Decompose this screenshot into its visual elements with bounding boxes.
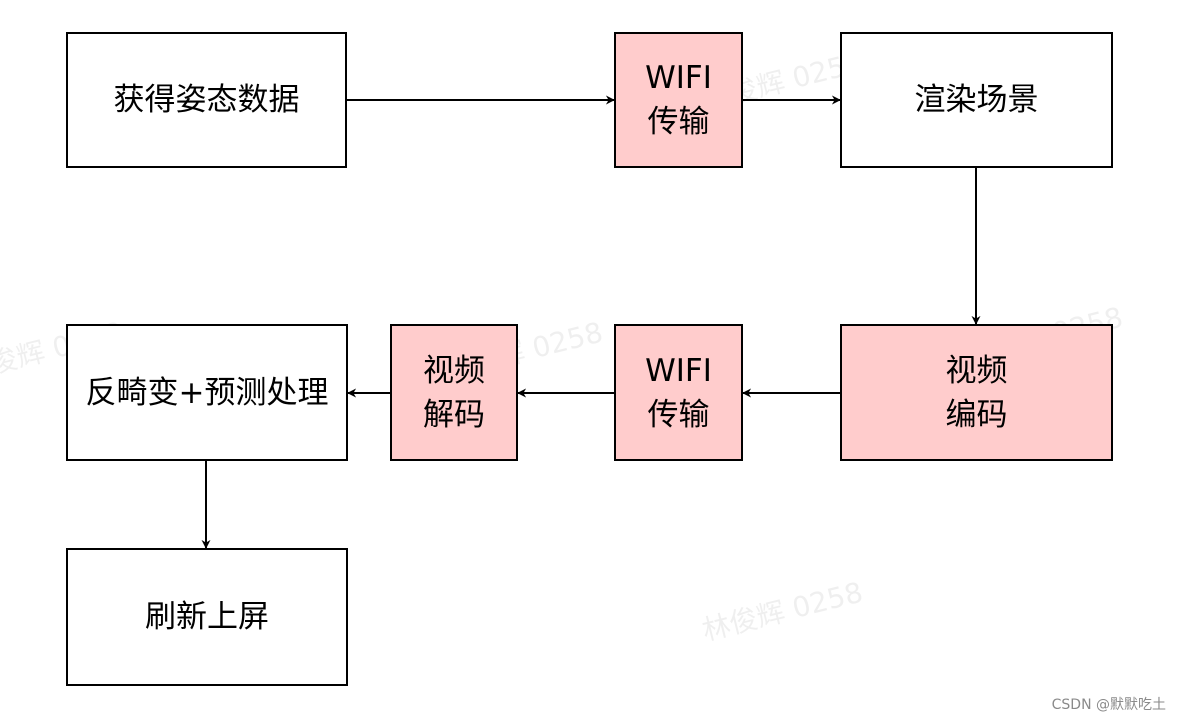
node-undistort-predict: 反畸变+预测处理: [66, 324, 348, 461]
node-video-encode: 视频 编码: [840, 324, 1113, 461]
node-label: 刷新上屏: [145, 599, 269, 635]
node-video-decode: 视频 解码: [390, 324, 518, 461]
node-label: 传输: [647, 104, 710, 140]
node-label: 渲染场景: [914, 82, 1039, 118]
node-label: 视频: [945, 352, 1008, 389]
node-refresh-screen: 刷新上屏: [66, 548, 348, 686]
node-label: 解码: [423, 396, 485, 433]
node-wifi-transfer-1: WIFI 传输: [614, 32, 743, 168]
node-label: 编码: [945, 396, 1008, 433]
node-label: 传输: [647, 396, 710, 433]
node-label: 反畸变+预测处理: [85, 374, 329, 411]
source-credit: CSDN @默默吃土: [1051, 697, 1166, 713]
node-label: WIFI: [645, 60, 712, 96]
node-label: 视频: [423, 352, 485, 389]
node-label: WIFI: [645, 352, 712, 389]
node-get-pose-data: 获得姿态数据: [66, 32, 347, 168]
node-wifi-transfer-2: WIFI 传输: [614, 324, 743, 461]
node-label: 获得姿态数据: [113, 82, 300, 118]
node-render-scene: 渲染场景: [840, 32, 1113, 168]
